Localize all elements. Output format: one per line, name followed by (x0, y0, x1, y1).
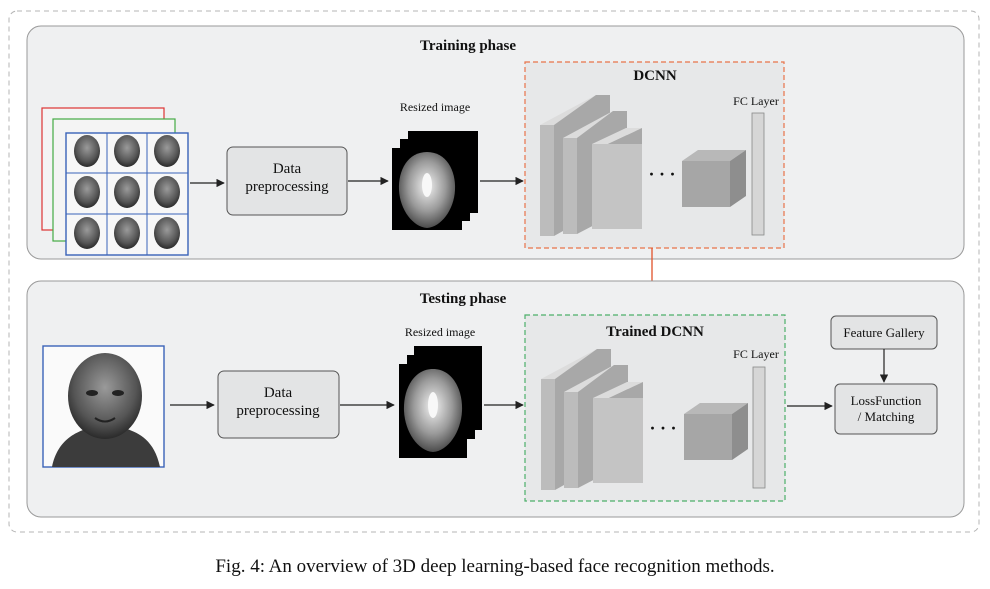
training-dcnn-box: DCNN FC Layer · · · (524, 61, 785, 249)
training-data-box-line2: preprocessing (245, 179, 329, 195)
training-fc-label: FC Layer (733, 94, 779, 108)
training-data-preprocessing-box: Data preprocessing (226, 146, 348, 216)
face-scan-grid-icon (41, 107, 189, 256)
figure-caption: Fig. 4: An overview of 3D deep learning-… (215, 556, 775, 577)
testing-fc-label: FC Layer (733, 347, 779, 361)
training-panel: Training phase (26, 25, 965, 260)
outer-frame (8, 10, 980, 533)
training-fc-layer (751, 112, 765, 236)
testing-dcnn-title: Trained DCNN (606, 324, 704, 340)
testing-panel: Testing phase Data preprocessing Resized… (26, 280, 965, 518)
training-title: Training phase (420, 38, 516, 54)
loss-box-line1: LossFunction (851, 393, 922, 408)
feature-gallery-box: Feature Gallery (830, 315, 938, 350)
training-dcnn-title: DCNN (633, 68, 676, 84)
face-depth-image-icon (392, 131, 478, 230)
diagram: Training phase (8, 10, 980, 533)
loss-matching-box: LossFunction / Matching (834, 383, 938, 435)
testing-data-box-line2: preprocessing (236, 403, 320, 419)
training-data-box-line1: Data (273, 161, 302, 177)
testing-fc-layer (752, 366, 766, 489)
testing-ellipsis: · · · (649, 418, 676, 438)
testing-data-box-line1: Data (264, 385, 293, 401)
face-photo-icon (42, 345, 165, 468)
training-ellipsis: · · · (648, 164, 675, 184)
testing-data-preprocessing-box: Data preprocessing (217, 370, 340, 439)
loss-box-line2: / Matching (858, 409, 915, 424)
testing-dcnn-box: Trained DCNN FC Layer · · · (524, 314, 786, 502)
testing-resized-label: Resized image (405, 325, 475, 339)
feature-gallery-label: Feature Gallery (843, 325, 925, 340)
face-depth-image-icon (399, 346, 482, 458)
training-resized-label: Resized image (400, 100, 470, 114)
testing-title: Testing phase (420, 291, 507, 307)
